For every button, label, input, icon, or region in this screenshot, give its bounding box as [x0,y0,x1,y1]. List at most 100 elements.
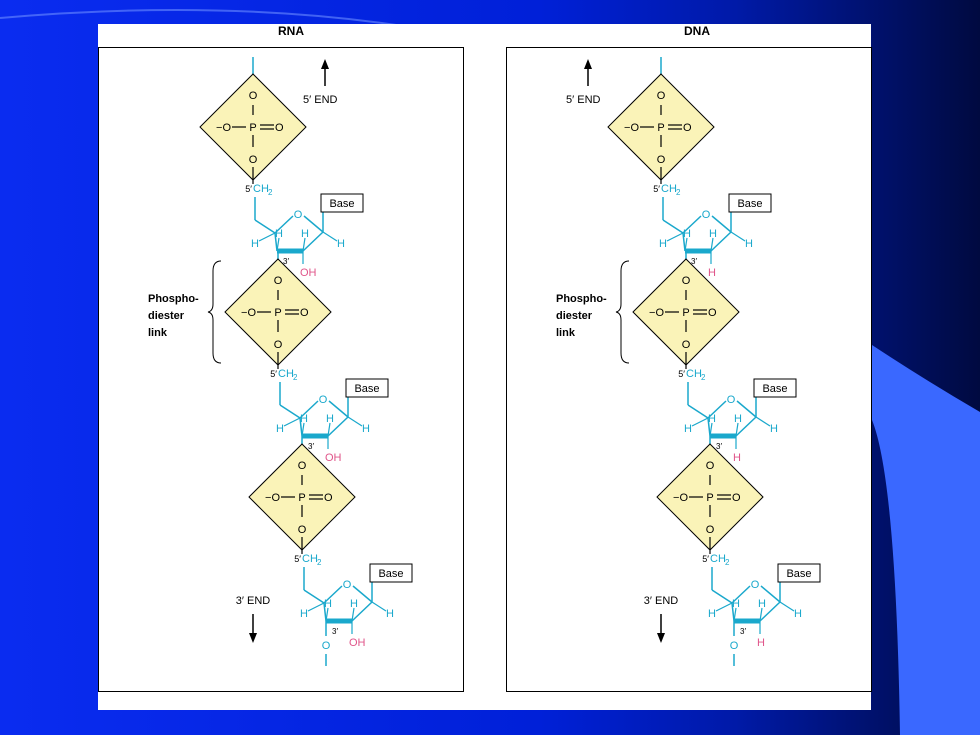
rna-title: RNA [278,24,304,38]
oxygen-label: O [298,460,307,472]
position-label: 5′ [294,554,301,564]
bond-line [302,237,306,252]
oxygen-label: O [249,154,258,166]
phosphorus-label: P [657,122,664,134]
bond-line [759,607,763,622]
oxygen-label: O [275,122,284,134]
ring-oxygen-label: O [343,579,352,591]
position-label: 3′ [283,257,289,266]
link-label-line: Phospho- [556,293,607,305]
rna-frame [98,47,464,692]
bond-line [709,422,713,437]
hydrogen-label: H [337,238,345,250]
oxygen-label: O [274,339,283,351]
link-label-line: diester [556,310,593,322]
oxygen-label: O [706,460,715,472]
bond-line [779,601,795,612]
bond-line [735,422,739,437]
ch2-label: CH [253,183,269,195]
base-label: Base [762,383,787,395]
bond-line [325,607,329,622]
bond-line [715,602,733,612]
base-label: Base [329,198,354,210]
phosphorus-label: P [682,307,689,319]
hydrogen-label: H [732,598,740,610]
2-prime-group-label: OH [300,267,317,279]
hydrogen-label: H [301,228,309,240]
oxygen-label: O [708,307,717,319]
base-label: Base [378,568,403,580]
three-prime-end-label: 3′ END [644,595,679,607]
bond-line [707,417,711,437]
bond-line [274,215,294,234]
bond-line [327,416,349,437]
ring-oxygen-label: O [727,394,736,406]
2-prime-group-label: H [708,267,716,279]
bond-line [351,601,373,622]
hydrogen-label: H [324,598,332,610]
oxygen-minus-label: −O [673,492,688,504]
link-bracket [207,260,222,364]
bond-line [711,589,733,604]
bond-line [710,231,732,252]
bond-line [711,215,732,233]
bond-line [736,400,757,418]
position-label: 3′ [691,257,697,266]
ring-oxygen-label: O [702,209,711,221]
base-label: Base [786,568,811,580]
link-label-line: diester [148,310,185,322]
hydrogen-label: H [659,238,667,250]
arrow-head [584,59,592,69]
bond-line [682,215,702,234]
dna-frame [506,47,872,692]
terminal-oxygen-label: O [322,640,331,652]
dna-title: DNA [684,24,710,38]
hydrogen-label: H [734,413,742,425]
bond-line [258,232,276,242]
2-prime-group-label: OH [325,452,342,464]
hydrogen-label: H [745,238,753,250]
position-label: 3′ [308,442,314,451]
ch2-label: CH [302,553,318,565]
oxygen-label: O [682,339,691,351]
subscript-label: 2 [317,558,322,567]
bond-line [662,219,684,234]
position-label: 3′ [716,442,722,451]
oxygen-label: O [324,492,333,504]
hydrogen-label: H [386,608,394,620]
hydrogen-label: H [326,413,334,425]
bond-line [351,607,355,622]
oxygen-minus-label: −O [265,492,280,504]
bond-line [303,589,325,604]
2-prime-group-label: OH [349,637,366,649]
bond-line [755,416,771,427]
hydrogen-label: H [708,413,716,425]
2-prime-group-label: H [733,452,741,464]
hydrogen-label: H [362,423,370,435]
base-box [777,563,821,583]
position-label: 3′ [332,627,338,636]
bond-line [687,404,709,419]
bond-line [731,602,735,622]
subscript-label: 2 [725,558,730,567]
subscript-label: 2 [293,373,298,382]
base-box [728,193,772,213]
decorative-accent-shape [872,345,980,735]
bond-line [283,417,301,427]
bond-line [307,602,325,612]
base-box [369,563,413,583]
hydrogen-label: H [251,238,259,250]
arrow-head [249,633,257,643]
subscript-label: 2 [268,188,273,197]
three-prime-end-label: 3′ END [236,595,271,607]
five-prime-end-label: 5′ END [566,94,601,106]
hydrogen-label: H [276,423,284,435]
bond-line [760,585,781,603]
bond-line [303,215,324,233]
oxygen-label: O [683,122,692,134]
ch2-label: CH [710,553,726,565]
hydrogen-label: H [300,413,308,425]
bond-line [323,602,327,622]
